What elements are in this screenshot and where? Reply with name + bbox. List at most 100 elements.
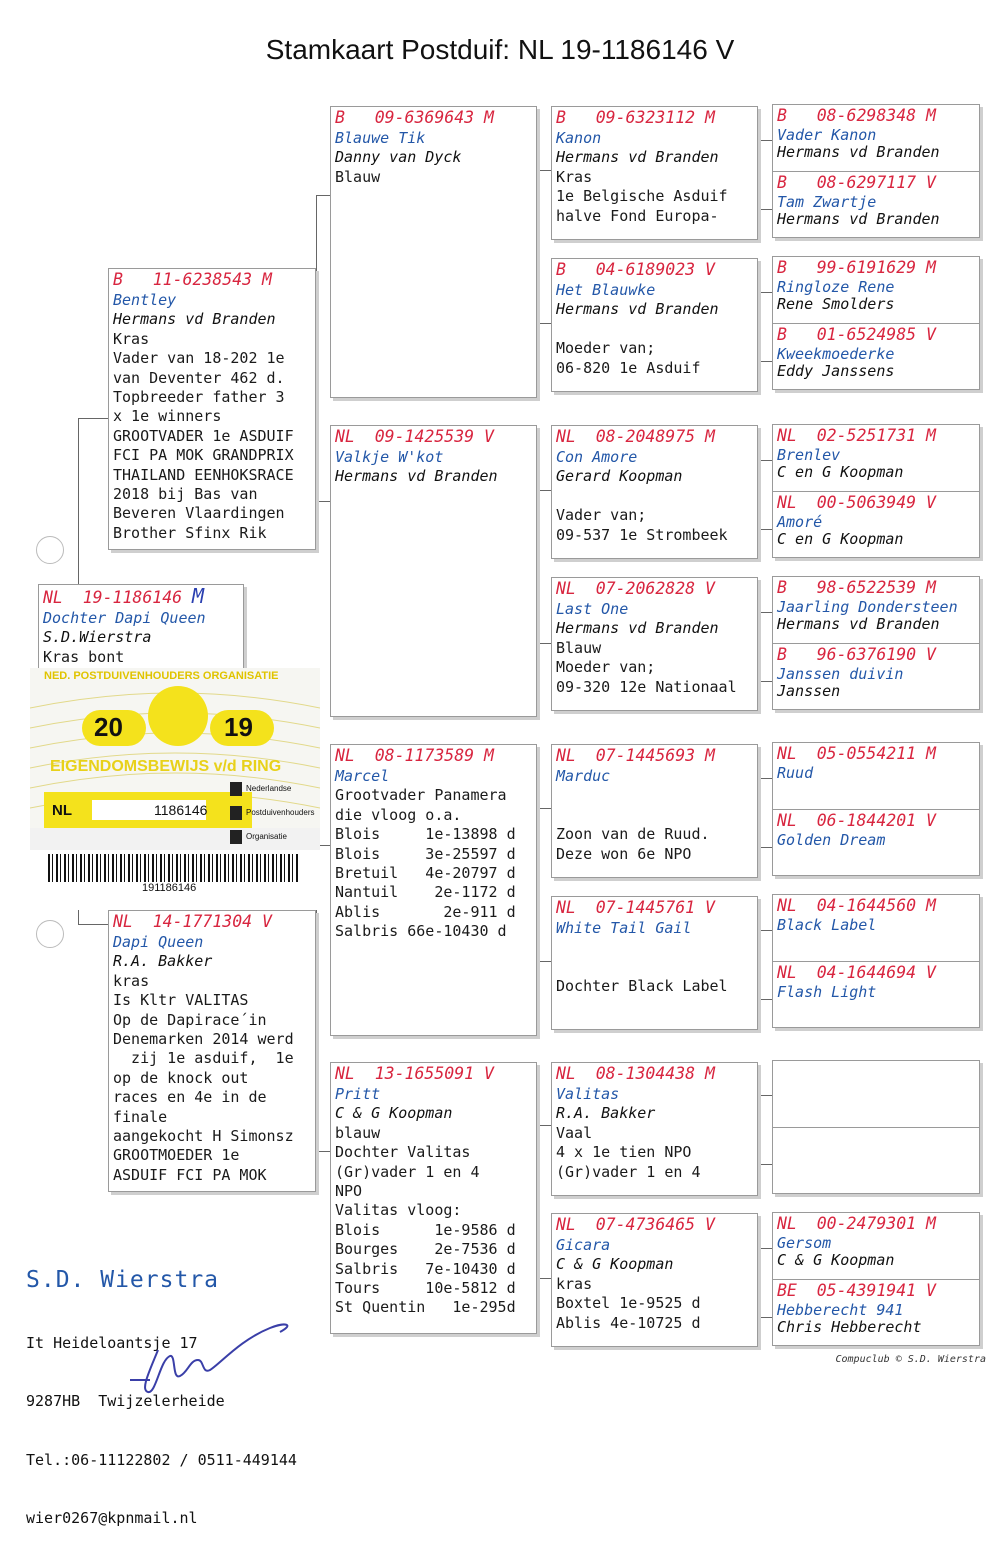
page-title: Stamkaart Postduif: NL 19-1186146 V bbox=[265, 34, 735, 65]
card-npo-3: Organisatie bbox=[246, 832, 287, 841]
signature bbox=[130, 1323, 289, 1393]
pedigree-name: Black Label bbox=[777, 916, 877, 934]
connector-mf bbox=[537, 808, 552, 962]
pedigree-ring: B 99-6191629 M bbox=[777, 258, 936, 277]
subject-box: NL 19-1186146 M Dochter Dapi Queen S.D.W… bbox=[38, 584, 244, 670]
card-number: 1186146 bbox=[154, 802, 208, 818]
father-box: B 11-6238543 M Bentley Hermans vd Brande… bbox=[108, 268, 316, 550]
ancestor-pair-8: NL 00-2479301 M Gersom C & G Koopman BE … bbox=[772, 1212, 980, 1346]
pedigree-line: Blois 1e-13898 d bbox=[335, 825, 516, 844]
card-country: NL bbox=[52, 802, 72, 819]
pedigree-ring: NL 09-1425539 V bbox=[335, 427, 494, 446]
father-owner: Hermans vd Branden bbox=[113, 310, 276, 329]
card-npo-1: Nederlandse bbox=[246, 784, 292, 793]
pedigree-ring: NL 07-2062828 V bbox=[556, 579, 715, 598]
grandsire-paternal-box: B 09-6369643 M Blauwe Tik Danny van Dyck… bbox=[330, 106, 537, 398]
ancestor-pair-4: B 98-6522539 M Jaarling Dondersteen Herm… bbox=[772, 576, 980, 710]
pedigree-line: Moeder van; bbox=[556, 658, 656, 677]
mother-line: zij 1e asduif, 1e bbox=[113, 1049, 294, 1068]
card-year-right: 19 bbox=[224, 712, 253, 742]
mother-line: GROOTMOEDER 1e bbox=[113, 1146, 240, 1165]
subject-ring: NL 19-1186146 M bbox=[43, 584, 205, 608]
pedigree-line: Moeder van; bbox=[556, 339, 656, 358]
pedigree-ring: B 09-6323112 M bbox=[556, 108, 715, 127]
pedigree-name: Het Blauwke bbox=[556, 281, 656, 299]
subject-color: Kras bont bbox=[43, 647, 125, 666]
address-line: It Heideloantsje 17 bbox=[26, 1333, 198, 1352]
pedigree-line: 06-820 1e Asduif bbox=[556, 358, 701, 377]
pedigree-ring: NL 08-1304438 M bbox=[556, 1064, 715, 1083]
pedigree-line: Ablis 2e-911 d bbox=[335, 902, 516, 921]
pedigree-line bbox=[552, 958, 757, 977]
pedigree-ring: B 98-6522539 M bbox=[777, 578, 936, 597]
father-line: FCI PA MOK GRANDPRIX bbox=[113, 446, 294, 465]
pair-divider: NL 00-5063949 V Amoré C en G Koopman bbox=[773, 491, 979, 548]
barcode-number: 191186146 bbox=[142, 882, 197, 894]
pedigree-name: Pritt bbox=[335, 1085, 381, 1103]
pair-divider: B 01-6524985 V Kweekmoederke Eddy Jansse… bbox=[773, 323, 979, 380]
connector-fm bbox=[537, 490, 552, 644]
pedigree-line: 09-537 1e Strombeek bbox=[556, 525, 728, 544]
connector-father bbox=[316, 195, 331, 502]
father-ring: B 11-6238543 M bbox=[113, 270, 272, 289]
pair-divider: NL 04-1644694 V Flash Light bbox=[773, 961, 979, 1001]
ancestor-pair-6: NL 04-1644560 M Black Label NL 04-164469… bbox=[772, 894, 980, 1028]
pedigree-ring: NL 08-2048975 M bbox=[556, 427, 715, 446]
ancestor-pair-7 bbox=[772, 1060, 980, 1194]
pedigree-line: Bourges 2e-7536 d bbox=[335, 1240, 516, 1259]
pedigree-line: Salbris 7e-10430 d bbox=[335, 1259, 516, 1278]
father-name: Bentley bbox=[113, 291, 177, 309]
pedigree-owner: Hermans vd Branden bbox=[556, 619, 719, 638]
connector-mmm bbox=[758, 1248, 773, 1318]
pedigree-owner: Hermans vd Branden bbox=[335, 467, 498, 486]
pedigree-ring: NL 00-2479301 M bbox=[777, 1214, 936, 1233]
pedigree-ring: NL 08-1173589 M bbox=[335, 746, 494, 765]
pedigree-name: Janssen duivin bbox=[777, 665, 904, 683]
pedigree-line bbox=[552, 320, 757, 339]
pedigree-line: Blauw bbox=[556, 638, 602, 657]
pedigree-line: (Gr)vader 1 en 4 bbox=[556, 1162, 701, 1181]
pedigree-line: NPO bbox=[335, 1182, 363, 1201]
connector-mm bbox=[537, 1125, 552, 1279]
pair-divider: NL 06-1844201 V Golden Dream bbox=[773, 809, 979, 849]
mother-ring: NL 14-1771304 V bbox=[113, 912, 272, 931]
father-line: Vader van 18-202 1e bbox=[113, 349, 285, 368]
pedigree-ring: B 08-6298348 M bbox=[777, 106, 936, 125]
pedigree-owner: C & G Koopman bbox=[556, 1255, 674, 1274]
pair-divider: B 96-6376190 V Janssen duivin Janssen bbox=[773, 643, 979, 700]
connector-mff bbox=[758, 778, 773, 848]
breeder-name: S.D. Wierstra bbox=[26, 1267, 220, 1293]
connector-ffm bbox=[758, 292, 773, 362]
pedigree-ring: NL 07-1445693 M bbox=[556, 746, 715, 765]
pedigree-line: Salbris 66e-10430 d bbox=[335, 922, 507, 941]
pedigree-name: Marcel bbox=[335, 767, 390, 785]
pedigree-ring: NL 13-1655091 V bbox=[335, 1064, 494, 1083]
pedigree-owner: Hermans vd Branden bbox=[556, 148, 719, 167]
pedigree-name: White Tail Gail bbox=[556, 919, 692, 937]
pedigree-owner: Eddy Janssens bbox=[777, 362, 895, 380]
granddam-paternal-box: NL 09-1425539 V Valkje W'kot Hermans vd … bbox=[330, 425, 537, 717]
connector-fmm bbox=[758, 612, 773, 682]
subject-owner: S.D.Wierstra bbox=[43, 628, 152, 647]
pedigree-name: Kweekmoederke bbox=[777, 345, 895, 363]
pedigree-name: Valitas bbox=[556, 1085, 620, 1103]
mother-line: finale bbox=[113, 1107, 168, 1126]
pedigree-owner: Gerard Koopman bbox=[556, 467, 683, 486]
pedigree-ring: NL 02-5251731 M bbox=[777, 426, 936, 445]
address-email: wier0267@kpnmail.nl bbox=[26, 1509, 198, 1527]
pedigree-name: Brenlev bbox=[777, 446, 841, 464]
mother-line: op de knock out bbox=[113, 1068, 249, 1087]
connector-mother bbox=[316, 845, 331, 1152]
pedigree-line: Nantuil 2e-1172 d bbox=[335, 883, 516, 902]
pedigree-line: Blauw bbox=[335, 167, 381, 186]
pedigree-line: Blois 3e-25597 d bbox=[335, 844, 516, 863]
pedigree-line: Zoon van de Ruud. bbox=[556, 825, 710, 844]
pedigree-ring: NL 06-1844201 V bbox=[777, 811, 936, 830]
mother-line: kras bbox=[113, 971, 150, 990]
mother-line: Is Kltr VALITAS bbox=[113, 991, 249, 1010]
pedigree-owner: Danny van Dyck bbox=[335, 148, 462, 167]
card-label: EIGENDOMSBEWIJS v/d RING bbox=[50, 758, 282, 775]
pair-divider: B 08-6297117 V Tam Zwartje Hermans vd Br… bbox=[773, 171, 979, 228]
granddam-maternal-box: NL 13-1655091 V Pritt C & G Koopman blau… bbox=[330, 1062, 537, 1334]
punch-hole-bottom bbox=[36, 920, 64, 948]
